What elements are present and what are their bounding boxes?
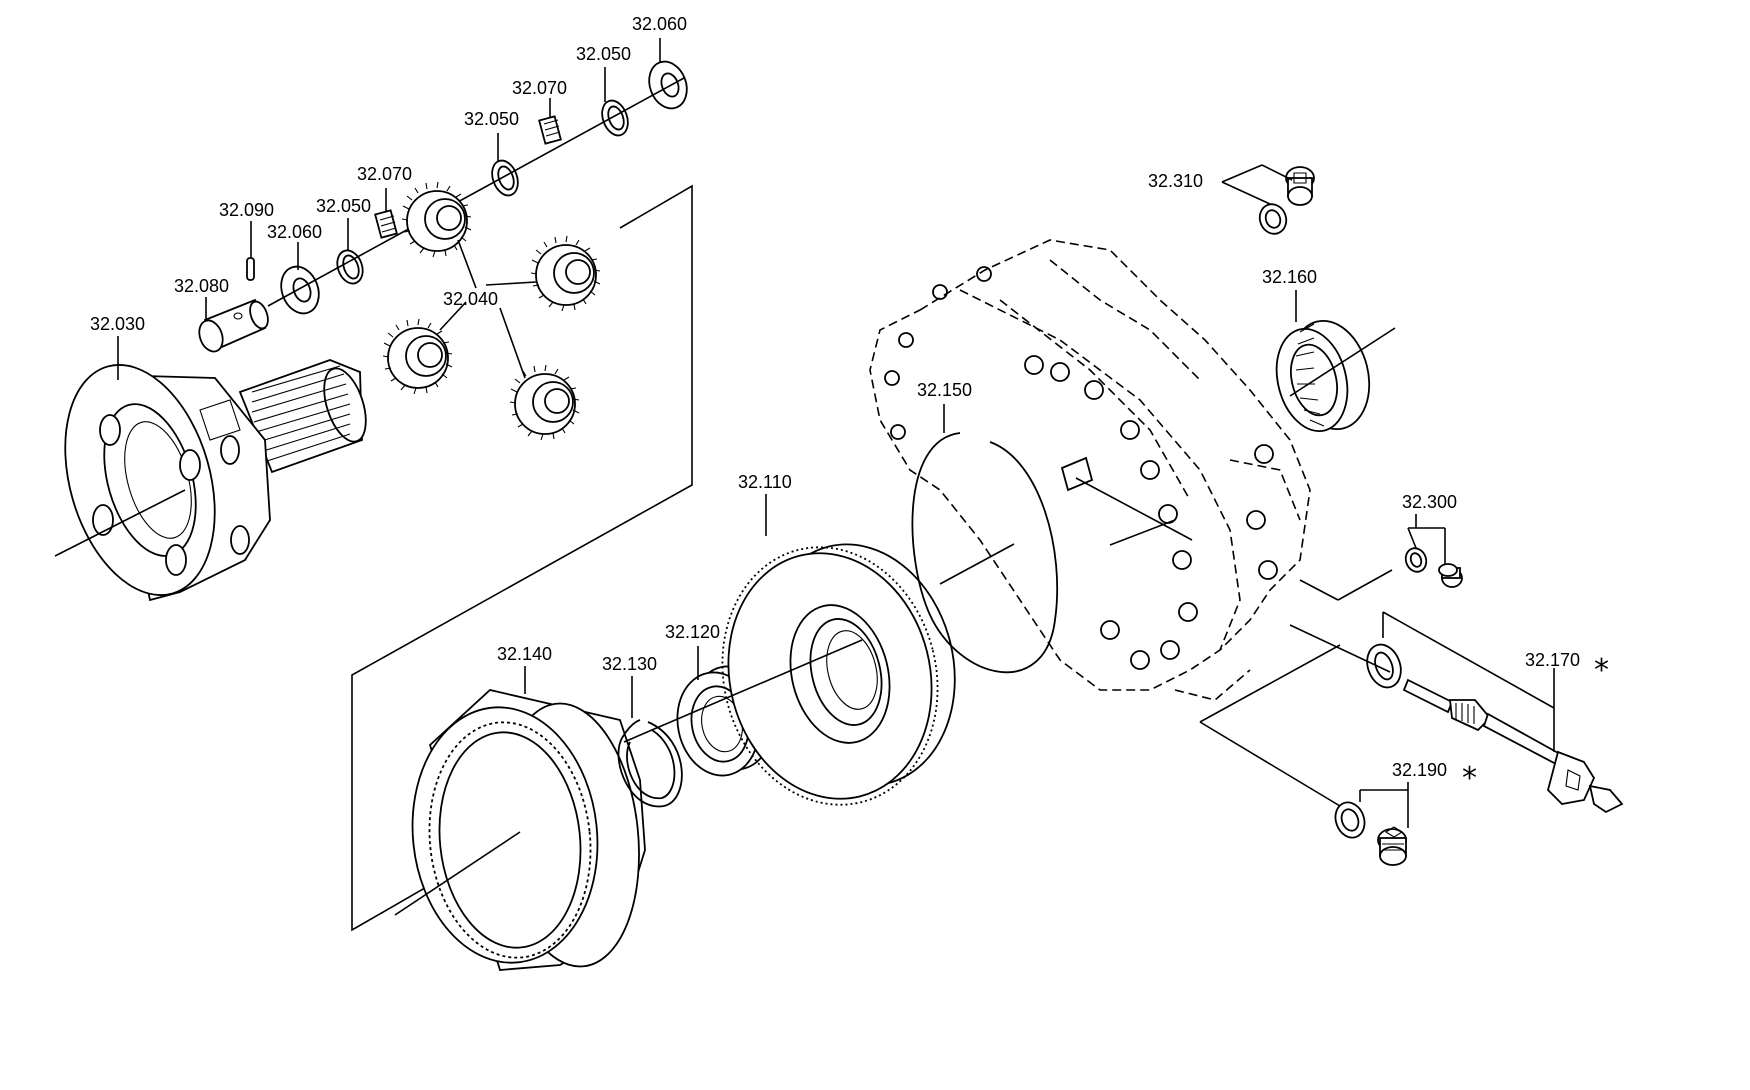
- screw-plug-32300: [1404, 547, 1463, 588]
- asterisk-32190: *: [1462, 761, 1477, 796]
- label-32050-lower: 32.050: [316, 196, 371, 216]
- label-32060-lower: 32.060: [267, 222, 322, 242]
- label-32070-upper: 32.070: [512, 78, 567, 98]
- spacer-ring-32050-middle: [491, 159, 519, 197]
- leader-lines: [117, 38, 1555, 828]
- label-32130: 32.130: [602, 654, 657, 674]
- planet-carrier-32030: [54, 359, 367, 602]
- label-32090: 32.090: [219, 200, 274, 220]
- label-32310: 32.310: [1148, 171, 1203, 191]
- transmission-housing: [869, 239, 1311, 701]
- needle-roller-32070-upper: [538, 115, 562, 145]
- label-32150: 32.150: [917, 380, 972, 400]
- o-ring-32150: [911, 432, 1059, 674]
- snap-ring-32130: [617, 719, 683, 808]
- planet-gear-32040-a: [401, 181, 472, 258]
- spacer-ring-32050-upper: [601, 99, 629, 137]
- label-32300: 32.300: [1402, 492, 1457, 512]
- gear-32160: [1275, 319, 1396, 433]
- label-32030: 32.030: [90, 314, 145, 334]
- needle-roller-32070-lower: [374, 209, 398, 239]
- ring-gear-32140: [394, 689, 646, 971]
- asterisk-32170: *: [1594, 653, 1609, 688]
- spacer-ring-32050-lower: [336, 249, 364, 285]
- label-32160: 32.160: [1262, 267, 1317, 287]
- label-32070-lower: 32.070: [357, 164, 412, 184]
- planet-pin-32080: [198, 298, 269, 353]
- label-32040: 32.040: [443, 289, 498, 309]
- planet-gear-32040-b: [530, 235, 601, 312]
- label-32140: 32.140: [497, 644, 552, 664]
- planet-gear-32040-d: [509, 364, 580, 441]
- thrust-washer-32060-upper: [648, 60, 688, 110]
- screw-plug-32190: [1334, 801, 1407, 866]
- label-32050-middle: 32.050: [464, 109, 519, 129]
- label-32080: 32.080: [174, 276, 229, 296]
- label-32120: 32.120: [665, 622, 720, 642]
- gear-32110: [623, 543, 956, 806]
- speed-sensor-32170: [1289, 624, 1624, 814]
- subassembly-bracket: [351, 184, 693, 932]
- label-32050-upper: 32.050: [576, 44, 631, 64]
- spring-pin-32090: [246, 257, 255, 281]
- thrust-washer-32060-lower: [280, 265, 320, 315]
- label-32110: 32.110: [738, 472, 792, 492]
- planet-gear-32040-c: [382, 318, 453, 395]
- label-32170: 32.170: [1525, 650, 1580, 670]
- label-32060-upper: 32.060: [632, 14, 687, 34]
- screw-plug-32310: [1258, 166, 1315, 235]
- label-32190: 32.190: [1392, 760, 1447, 780]
- part-labels: 32.030 32.080 32.090 32.060 32.050 32.07…: [90, 14, 1609, 796]
